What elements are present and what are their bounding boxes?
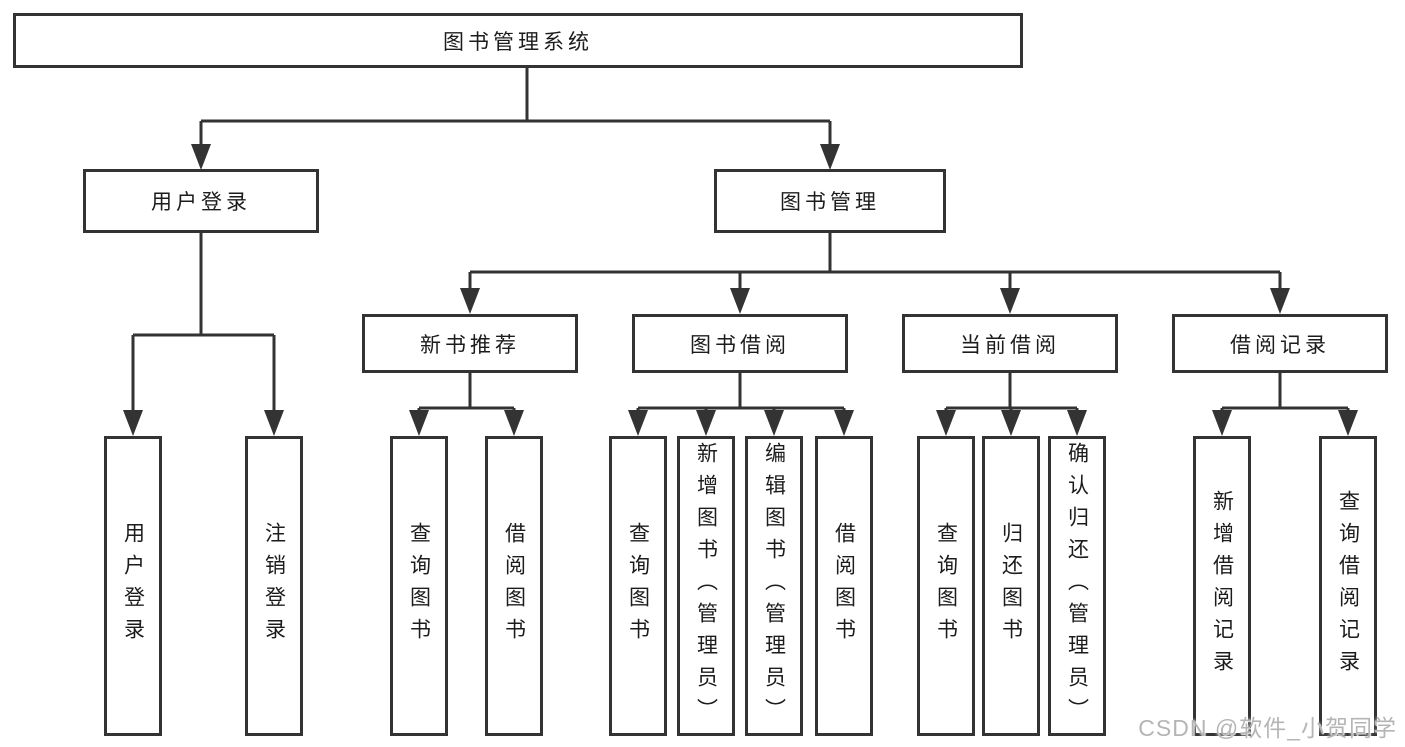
leaf-logout: 注销登录 xyxy=(245,436,303,736)
leaf-user-login-label: 用户登录 xyxy=(121,522,145,650)
leaf-borrow-query-books: 查询图书 xyxy=(609,436,667,736)
node-user-login-label: 用户登录 xyxy=(151,191,251,214)
connector-user-login-children xyxy=(131,233,276,412)
leaf-records-add-record-label: 新增借阅记录 xyxy=(1210,490,1234,682)
leaf-records-query-record-label: 查询借阅记录 xyxy=(1336,490,1360,682)
connector-current-borrow-children xyxy=(944,373,1079,412)
arrowheads xyxy=(123,144,1358,436)
node-borrowing-records: 借阅记录 xyxy=(1172,314,1388,373)
leaf-current-query-books-label: 查询图书 xyxy=(934,522,958,650)
leaf-user-login: 用户登录 xyxy=(104,436,162,736)
leaf-records-query-record: 查询借阅记录 xyxy=(1319,436,1377,736)
leaf-borrow-edit-books-admin-label: 编辑图书（管理员） xyxy=(762,442,786,730)
connector-borrow-record-children xyxy=(1220,373,1350,412)
watermark: CSDN @软件_小贺同学 xyxy=(1138,715,1397,741)
leaf-current-confirm-return-admin-label: 确认归还（管理员） xyxy=(1065,442,1089,730)
connector-new-book-children xyxy=(417,373,516,412)
leaf-recommend-query-books: 查询图书 xyxy=(390,436,448,736)
connector-root-to-level2 xyxy=(199,68,832,146)
leaf-borrow-add-books-admin: 新增图书（管理员） xyxy=(677,436,735,736)
node-book-management-label: 图书管理 xyxy=(780,191,880,214)
leaf-records-add-record: 新增借阅记录 xyxy=(1193,436,1251,736)
node-book-borrowing: 图书借阅 xyxy=(632,314,848,373)
leaf-borrow-edit-books-admin: 编辑图书（管理员） xyxy=(745,436,803,736)
connector-book-borrow-children xyxy=(636,373,846,412)
node-current-borrowing: 当前借阅 xyxy=(902,314,1118,373)
leaf-current-confirm-return-admin: 确认归还（管理员） xyxy=(1048,436,1106,736)
node-root: 图书管理系统 xyxy=(13,13,1023,68)
leaf-current-return-books-label: 归还图书 xyxy=(999,522,1023,650)
connector-book-management-children xyxy=(468,233,1282,290)
node-user-login: 用户登录 xyxy=(83,169,319,233)
leaf-borrow-query-books-label: 查询图书 xyxy=(626,522,650,650)
node-borrowing-records-label: 借阅记录 xyxy=(1230,333,1330,357)
leaf-current-return-books: 归还图书 xyxy=(982,436,1040,736)
leaf-borrow-borrow-books-label: 借阅图书 xyxy=(832,522,856,650)
node-root-label: 图书管理系统 xyxy=(443,30,593,54)
leaf-recommend-borrow-books-label: 借阅图书 xyxy=(502,522,526,650)
node-book-borrowing-label: 图书借阅 xyxy=(690,333,790,357)
leaf-recommend-query-books-label: 查询图书 xyxy=(407,522,431,650)
node-book-management: 图书管理 xyxy=(714,169,946,233)
leaf-current-query-books: 查询图书 xyxy=(917,436,975,736)
leaf-logout-label: 注销登录 xyxy=(262,522,286,650)
node-current-borrowing-label: 当前借阅 xyxy=(960,333,1060,357)
leaf-borrow-borrow-books: 借阅图书 xyxy=(815,436,873,736)
leaf-recommend-borrow-books: 借阅图书 xyxy=(485,436,543,736)
leaf-borrow-add-books-admin-label: 新增图书（管理员） xyxy=(694,442,718,730)
node-new-book-recommendation-label: 新书推荐 xyxy=(420,333,520,357)
node-new-book-recommendation: 新书推荐 xyxy=(362,314,578,373)
